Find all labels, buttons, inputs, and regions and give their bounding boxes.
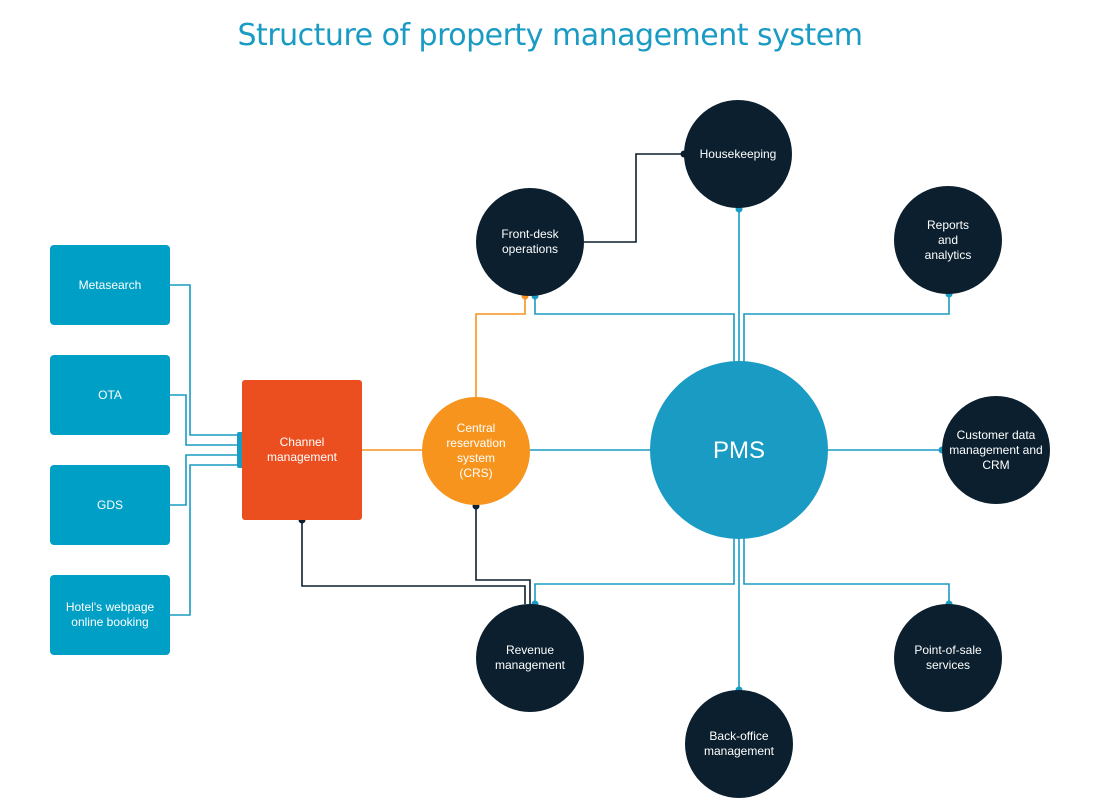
revenue-node: Revenue management	[476, 604, 584, 712]
line-gds-channel	[170, 454, 242, 506]
line-frontdesk-housekeeping	[584, 153, 684, 243]
source-gds-box: GDS	[50, 465, 170, 545]
back-office-node: Back-office management	[685, 690, 793, 798]
source-ota-box: OTA	[50, 355, 170, 435]
point-of-sale-node: Point-of-sale services	[894, 604, 1002, 712]
front-desk-node: Front-desk operations	[476, 188, 584, 296]
line-crs-revenue	[475, 506, 531, 604]
crs-node: Central reservation system (CRS)	[422, 397, 530, 505]
line-webpage-channel	[170, 464, 242, 616]
line-pms-pos	[743, 536, 950, 604]
line-metasearch-channel	[170, 284, 242, 436]
line-pms-reports	[743, 294, 950, 364]
line-crs-frontdesk	[475, 296, 526, 397]
customer-data-node: Customer data management and CRM	[942, 396, 1050, 504]
reports-node: Reports and analytics	[894, 186, 1002, 294]
housekeeping-node: Housekeeping	[684, 100, 792, 208]
line-channel-revenue	[301, 520, 526, 604]
source-metasearch-box: Metasearch	[50, 245, 170, 325]
line-pms-frontdesk	[534, 296, 735, 364]
channel-management-box: Channel management	[242, 380, 362, 520]
pms-node: PMS	[650, 361, 828, 539]
source-webpage-box: Hotel's webpage online booking	[50, 575, 170, 655]
line-ota-channel	[170, 394, 242, 446]
page-title: Structure of property management system	[237, 18, 863, 53]
line-pms-revenue	[534, 536, 735, 604]
